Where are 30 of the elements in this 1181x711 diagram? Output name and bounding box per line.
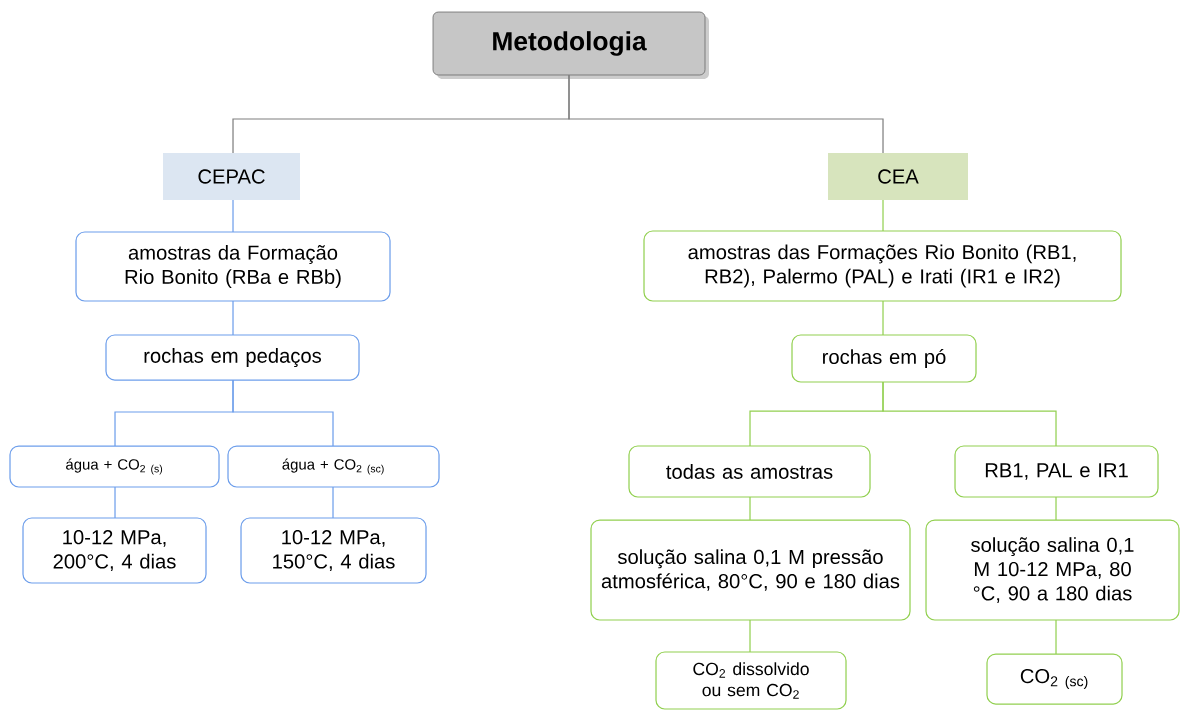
process-box: 10-12 MPa, 200°C, 4 dias (22, 517, 207, 584)
connector-line (232, 199, 234, 233)
connector-line (1055, 619, 1057, 655)
process-box: rochas em pó (791, 334, 977, 383)
connector-line (568, 74, 884, 154)
category-box: CEA (828, 153, 968, 200)
process-box: amostras das Formações Rio Bonito (RB1, RB2), Palermo (PAL) e Irati (IR1 e IR2) (643, 230, 1122, 302)
process-box: CO$_{2}$ dissolvido ou sem CO$_{2}$ (655, 651, 847, 710)
connector-line (232, 379, 334, 447)
process-box: RB1, PAL e IR1 (954, 445, 1159, 498)
process-box: 10-12 MPa, 150°C, 4 dias (240, 517, 427, 584)
title-box: Metodologia (432, 11, 706, 76)
connector-line (882, 381, 1057, 447)
connector-line (749, 619, 751, 653)
process-box: rochas em pedaços (105, 334, 360, 381)
process-box: água + CO$_{2 (s)}$ (9, 445, 220, 488)
connector-line (882, 199, 884, 232)
connector-line (1055, 496, 1057, 521)
connector-line (882, 300, 884, 336)
connector-line (332, 486, 334, 519)
process-box: água + CO$_{2 (sc)}$ (227, 445, 440, 488)
process-box: solução salina 0,1 M pressão atmosférica, 80°C, 90 e 180 dias (590, 519, 911, 621)
category-box: CEPAC (163, 153, 300, 200)
connector-line (749, 496, 751, 521)
process-box: CO$_{2 (sc)}$ (986, 653, 1123, 705)
connector-line (232, 300, 234, 336)
process-box: todas as amostras (628, 445, 871, 498)
process-box: solução salina 0,1 M 10-12 MPa, 80 °C, 90 a 180 dias (925, 519, 1180, 621)
process-box: amostras da Formação Rio Bonito (RBa e RBb) (75, 231, 391, 302)
connector-line (114, 486, 116, 519)
